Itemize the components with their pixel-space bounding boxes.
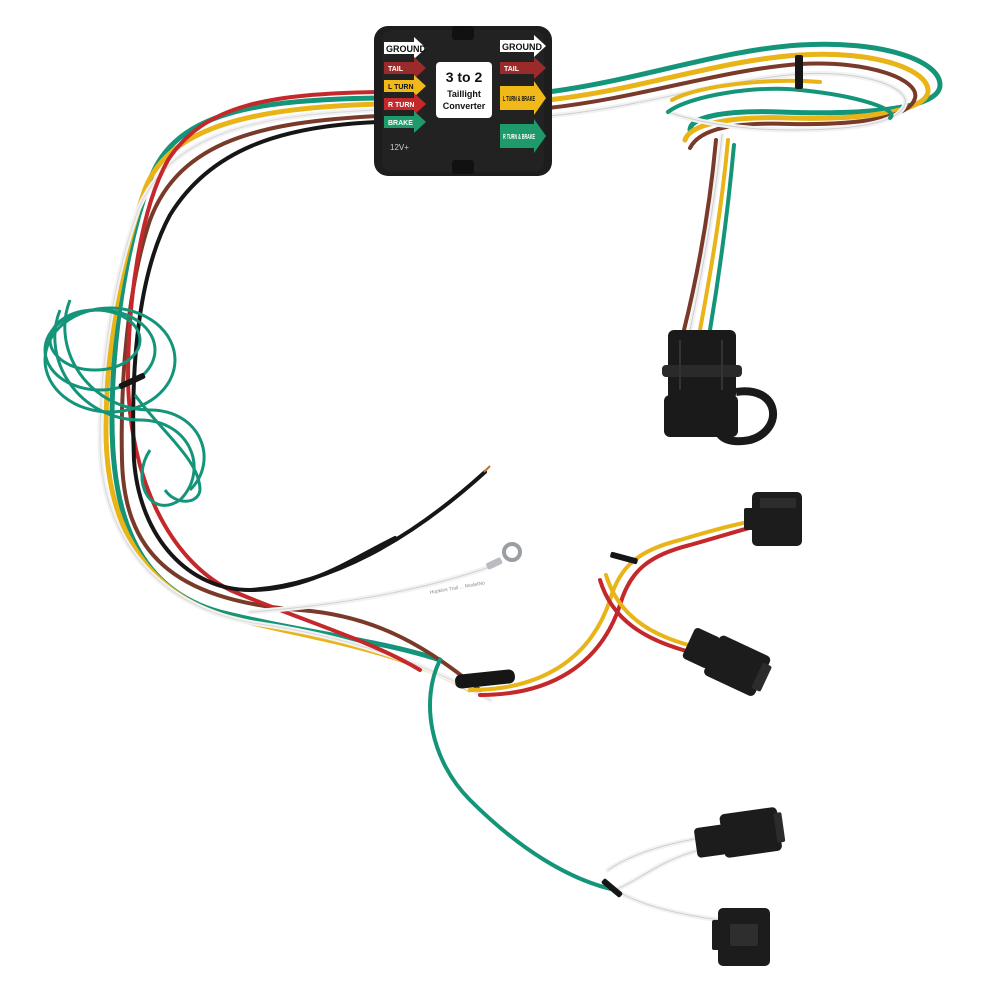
arrow-ground-left: GROUND (384, 37, 426, 59)
ring-terminal (486, 542, 522, 570)
label-rturn-brake-right: R TURN & BRAKE (503, 134, 535, 141)
badge-title: 3 to 2 (446, 69, 483, 85)
arrow-rturn-brake-right: R TURN & BRAKE (500, 119, 546, 153)
heat-shrink-junction (455, 669, 515, 689)
label-tail-right: TAIL (504, 66, 520, 73)
green-wire-coil (43, 299, 206, 507)
arrow-lturn-left: L TURN (384, 75, 426, 97)
label-ground-right: GROUND (502, 42, 542, 52)
label-tail-left: TAIL (388, 66, 404, 73)
arrow-rturn-left: R TURN (384, 93, 426, 115)
arrow-ground-right: GROUND (500, 35, 546, 57)
connector-lower-bottom (712, 908, 770, 966)
bare-wire-tip (483, 465, 491, 473)
label-ground-left: GROUND (386, 44, 426, 54)
four-pin-flat-connector (662, 330, 777, 446)
badge-line2: Converter (443, 101, 486, 111)
connector-lower-top (694, 807, 786, 858)
loose-black-wire (248, 470, 487, 592)
arrow-tail-left: TAIL (384, 57, 426, 79)
label-brake-left: BRAKE (388, 120, 413, 127)
cable-tie-mid (610, 551, 638, 565)
arrow-lturn-brake-right: L TURN & BRAKE (500, 81, 546, 115)
badge-line1: Taillight (447, 89, 481, 99)
arrow-tail-right: TAIL (500, 57, 546, 79)
label-lturn-left: L TURN (388, 84, 414, 91)
converter-badge: 3 to 2 Taillight Converter (436, 62, 492, 118)
converter-box: GROUND TAIL L TURN R TURN BRAKE 12V+ 3 t… (374, 26, 552, 176)
connector-upper-right (744, 492, 802, 546)
right-wire-bundle (545, 41, 943, 333)
label-12v: 12V+ (390, 143, 409, 152)
cable-tie-right (795, 55, 803, 89)
label-rturn-left: R TURN (388, 102, 414, 109)
connector-mid-right (682, 627, 772, 696)
cable-tie-left (118, 373, 146, 389)
cable-tie-low (601, 878, 623, 898)
arrow-brake-left: BRAKE (384, 111, 426, 133)
label-lturn-brake-right: L TURN & BRAKE (503, 96, 535, 103)
upper-right-branch (468, 518, 762, 697)
